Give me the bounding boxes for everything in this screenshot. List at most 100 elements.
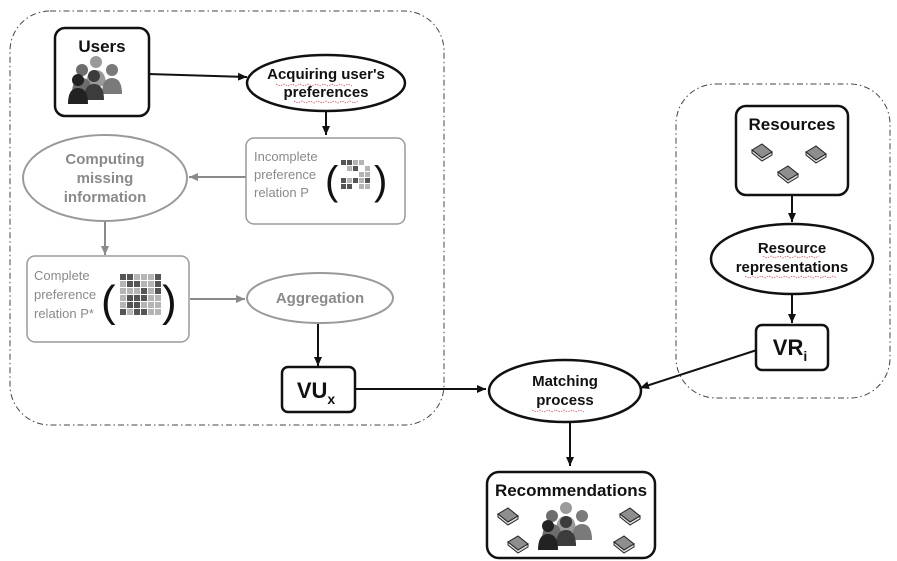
matrix-cell [127, 281, 133, 287]
matrix-cell [127, 309, 133, 315]
matrix-cell [141, 309, 147, 315]
complete-matrix-icon: ( ) [101, 274, 177, 326]
matrix-cell [120, 302, 126, 308]
matrix-cell [148, 281, 154, 287]
vr-label: VRi [773, 335, 807, 364]
incomplete-matrix-icon: ( ) [325, 159, 387, 203]
vu-node: VUx [280, 365, 357, 414]
connectors [101, 72, 796, 466]
matrix-cell [347, 160, 352, 165]
svg-text:(: ( [325, 159, 339, 203]
matrix-cell [148, 288, 154, 294]
matrix-cell [155, 274, 161, 280]
svg-text:(: ( [101, 277, 116, 326]
matrix-cell [353, 166, 358, 171]
matrix-cell [134, 302, 140, 308]
matrix-cell [134, 281, 140, 287]
matrix-cell [141, 302, 147, 308]
matrix-cell [148, 274, 154, 280]
matrix-cell [141, 281, 147, 287]
arrow-vr-to-matching [639, 348, 761, 390]
svg-text:): ) [374, 159, 387, 203]
computing-label-line2: missing [77, 170, 134, 187]
matrix-cell [120, 295, 126, 301]
matrix-cell [341, 178, 346, 183]
matrix-cell [134, 274, 140, 280]
acquiring-preferences-node: Acquiring user's preferences [245, 53, 407, 113]
users-node: Users [53, 26, 151, 118]
complete-label-line2: preference [34, 287, 96, 302]
matrix-cell [365, 178, 370, 183]
matrix-cell [141, 295, 147, 301]
recommendations-node: Recommendations [485, 470, 657, 560]
matrix-cell [155, 295, 161, 301]
matrix-cell [365, 166, 370, 171]
matrix-cell [341, 184, 346, 189]
resources-label: Resources [749, 115, 836, 134]
aggregation-label: Aggregation [276, 290, 364, 307]
spellcheck-underlines [275, 83, 838, 413]
matrix-cell [134, 295, 140, 301]
incomplete-preference-node: Incomplete preference relation P ( ) [245, 137, 406, 225]
svg-text:): ) [162, 277, 177, 326]
acquiring-label-line2: preferences [283, 84, 368, 101]
matrix-cell [155, 281, 161, 287]
matrix-cell [127, 295, 133, 301]
matrix-cell [134, 309, 140, 315]
matrix-cell [120, 288, 126, 294]
matrix-cell [353, 160, 358, 165]
matrix-cell [127, 288, 133, 294]
matrix-cell [141, 274, 147, 280]
matrix-cell [141, 288, 147, 294]
matrix-cell [120, 274, 126, 280]
matching-process-node: Matching process [487, 358, 643, 424]
user-process-group [9, 10, 445, 426]
complete-preference-node: Complete preference relation P* ( ) [26, 255, 190, 343]
computing-label-line3: information [64, 189, 147, 206]
resource-representations-node: Resource representations [709, 222, 875, 296]
matrix-cell [155, 288, 161, 294]
complete-label-line3: relation P* [34, 306, 94, 321]
matrix-cell [347, 178, 352, 183]
vu-label: VUx [297, 378, 336, 407]
vr-node: VRi [754, 323, 830, 372]
matching-label-line2: process [536, 392, 594, 409]
matrix-cell [120, 281, 126, 287]
aggregation-node: Aggregation [246, 272, 394, 324]
matrix-cell [347, 184, 352, 189]
matrix-cell [120, 309, 126, 315]
matrix-cell [365, 172, 370, 177]
resource-group [675, 83, 891, 399]
resources-node: Resources [734, 104, 850, 197]
matrix-cell [148, 309, 154, 315]
acquiring-label-line1: Acquiring user's [267, 66, 385, 83]
matrix-cell [347, 166, 352, 171]
incomplete-label-line1: Incomplete [254, 149, 318, 164]
matrix-cell [359, 160, 364, 165]
matrix-cell [155, 309, 161, 315]
recommendations-label: Recommendations [495, 481, 647, 500]
computing-missing-node: Computing missing information [22, 134, 188, 222]
users-label: Users [78, 37, 125, 56]
resource-rep-label-line1: Resource [758, 240, 826, 257]
resource-rep-label-line2: representations [736, 259, 849, 276]
matrix-cell [341, 160, 346, 165]
matrix-cell [134, 288, 140, 294]
arrow-users-to-acquiring [147, 72, 248, 81]
matching-label-line1: Matching [532, 373, 598, 390]
matrix-cell [359, 178, 364, 183]
matrix-cell [148, 302, 154, 308]
matrix-cell [148, 295, 154, 301]
computing-label-line1: Computing [65, 151, 144, 168]
matrix-cell [359, 184, 364, 189]
matrix-cell [359, 172, 364, 177]
incomplete-label-line3: relation P [254, 185, 309, 200]
matrix-cell [155, 302, 161, 308]
incomplete-label-line2: preference [254, 167, 316, 182]
complete-label-line1: Complete [34, 268, 90, 283]
matrix-cell [127, 274, 133, 280]
matrix-cell [365, 184, 370, 189]
matrix-cell [127, 302, 133, 308]
matrix-cell [353, 178, 358, 183]
